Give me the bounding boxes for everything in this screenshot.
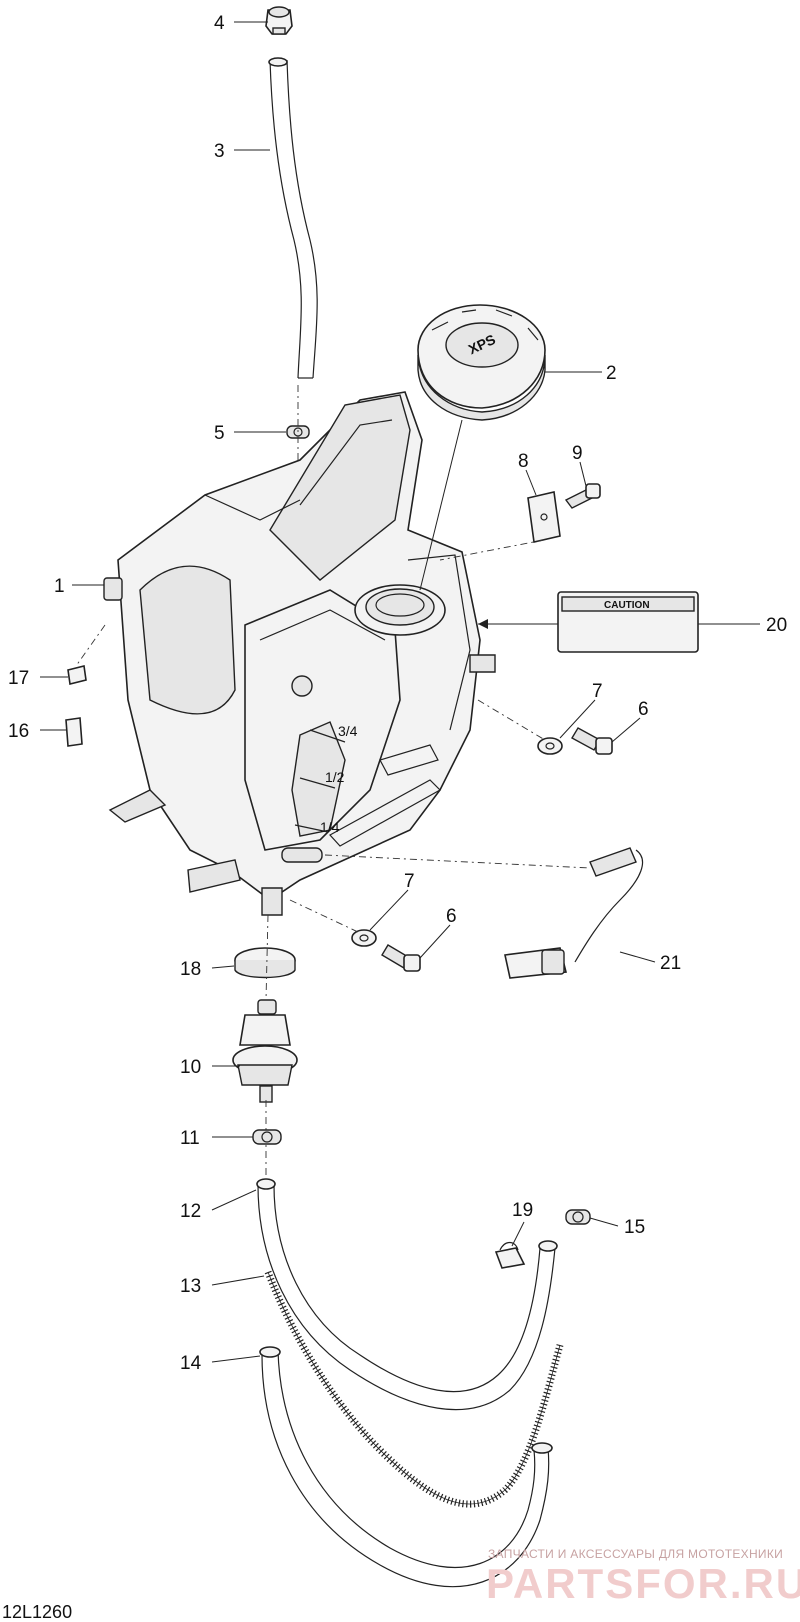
part-16-elbow-fitting: [65, 717, 83, 747]
callout-2: 2: [606, 363, 617, 384]
callout-9: 9: [572, 443, 583, 464]
callout-16: 16: [8, 721, 29, 742]
part-17-cap-fitting: [67, 665, 87, 685]
part-10-valve: [232, 999, 298, 1103]
part-15-clamp: [565, 1209, 591, 1225]
callout-20: 20: [766, 615, 787, 636]
watermark-line-2: PARTSFOR.RU: [486, 1560, 800, 1607]
part-20-caution-label: CAUTION: [557, 591, 699, 653]
tank-mark-1-2: 1/2: [325, 769, 345, 785]
callout-15: 15: [624, 1217, 645, 1238]
callout-14: 14: [180, 1353, 202, 1374]
part-6-bolt-upper: [571, 727, 613, 755]
callout-1: 1: [54, 576, 65, 597]
part-2-filler-cap: XPS: [417, 304, 546, 421]
part-3-vent-hose: [268, 57, 318, 379]
leader-lines: [40, 21, 760, 1363]
callout-12: 12: [180, 1201, 201, 1222]
callout-21: 21: [660, 953, 681, 974]
part-21-sensor-harness: [504, 847, 644, 979]
document-id: 12L1260: [2, 1602, 72, 1622]
part-18-band-clamp: [234, 947, 296, 979]
callout-3: 3: [214, 141, 225, 162]
callout-4: 4: [214, 13, 225, 34]
callout-6-lower: 6: [446, 906, 457, 927]
callout-17: 17: [8, 668, 29, 689]
part-6-bolt-lower: [381, 944, 421, 972]
part-4-breather-cap: [265, 6, 293, 35]
callout-18: 18: [180, 959, 201, 980]
part-9-screw: [564, 483, 601, 509]
callout-11: 11: [180, 1128, 200, 1149]
callout-6-upper: 6: [638, 699, 649, 720]
watermark-line-1: ЗАПЧАСТИ И АКСЕССУАРЫ ДЛЯ МОТОТЕХНИКИ: [488, 1547, 783, 1561]
part-7-washer-lower: [351, 929, 377, 947]
part-11-clamp: [252, 1129, 282, 1145]
callout-8: 8: [518, 451, 529, 472]
caution-label-text: CAUTION: [604, 600, 650, 611]
callout-10: 10: [180, 1057, 201, 1078]
part-1-oil-tank: 3/4 1/2 1/4: [103, 391, 496, 916]
callout-7-lower: 7: [404, 871, 415, 892]
callout-labels: 4 3 5 1 17 16 8 9 2 20 7 6 7 6 21 18 10 …: [8, 13, 787, 1374]
tank-mark-1-4: 1/4: [320, 819, 340, 835]
watermark: ЗАПЧАСТИ И АКСЕССУАРЫ ДЛЯ МОТОТЕХНИКИ PA…: [486, 1547, 800, 1607]
part-12-oil-hose: [256, 1178, 558, 1411]
part-14-return-hose: [259, 1346, 553, 1588]
callout-5: 5: [214, 423, 225, 444]
callout-13: 13: [180, 1276, 201, 1297]
part-8-plate: [527, 491, 561, 543]
part-19-clip: [494, 1241, 526, 1269]
tank-mark-3-4: 3/4: [338, 723, 358, 739]
part-7-washer-upper: [537, 737, 563, 755]
part-13-spring-guard: [264, 1270, 564, 1508]
callout-19: 19: [512, 1200, 533, 1221]
callout-7-upper: 7: [592, 681, 603, 702]
